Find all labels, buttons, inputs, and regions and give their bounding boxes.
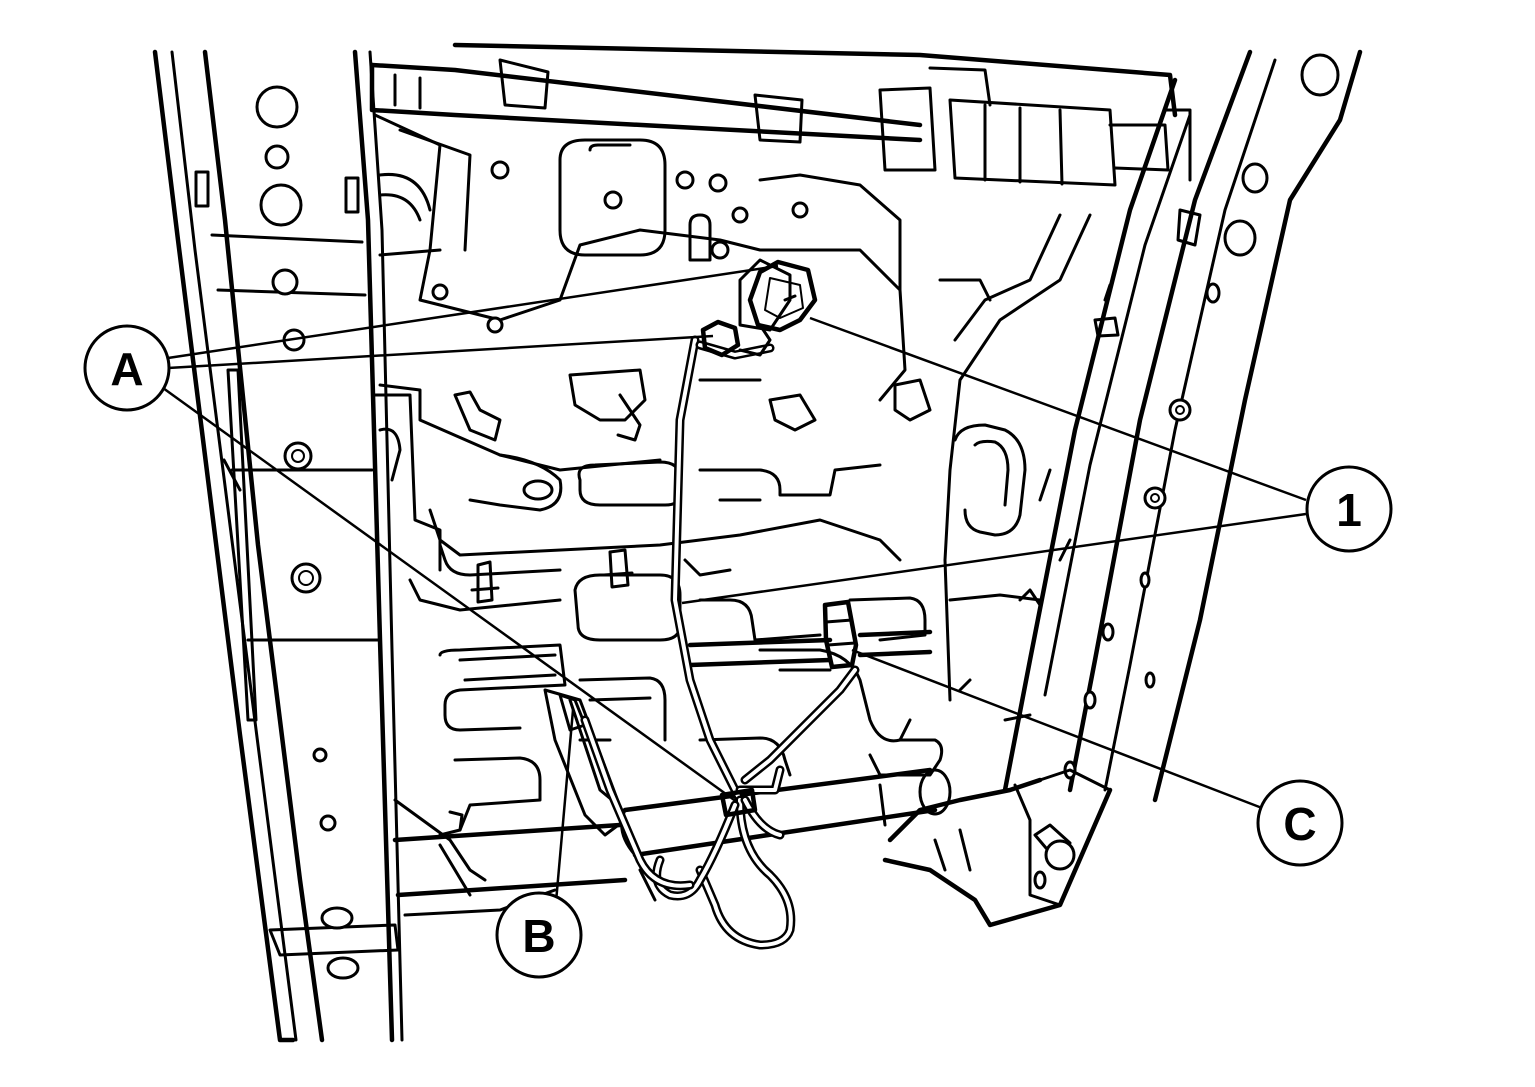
right-side-rail (1002, 49, 1363, 803)
callout-b-label: B (522, 910, 555, 962)
callout-c-label: C (1283, 798, 1316, 850)
left-side-rail (152, 49, 404, 1043)
callout-1: 1 (1305, 465, 1393, 553)
right-inner-panel (882, 213, 1113, 928)
leader-lines (162, 264, 1307, 903)
callout-a-label: A (110, 343, 143, 395)
callout-1-label: 1 (1336, 484, 1362, 536)
callout-b: B (495, 891, 583, 979)
harness-clips (700, 259, 859, 818)
top-rod-and-motor (369, 42, 1192, 187)
cross-tubes (392, 629, 952, 902)
callout-a: A (83, 324, 171, 412)
callout-c: C (1256, 779, 1344, 867)
seat-pan-plate (373, 113, 932, 572)
